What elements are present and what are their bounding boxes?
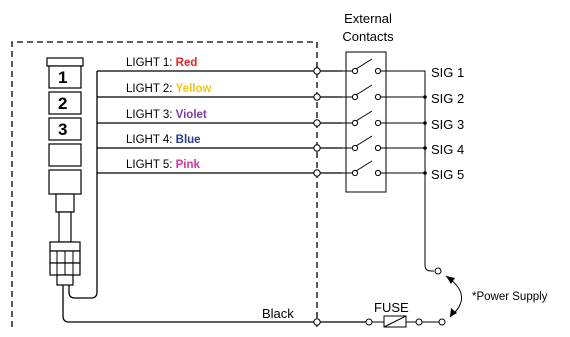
light-2-label: LIGHT 2: Yellow: [126, 83, 211, 95]
external-contacts-box: [345, 51, 387, 193]
switch-4: [351, 135, 382, 152]
switch-3: [351, 110, 382, 127]
sig-4-label: SIG 4: [431, 142, 464, 157]
external-contacts-title-line2: Contacts: [342, 29, 394, 44]
switch-output-bus: [381, 70, 434, 272]
connector-light-3: [313, 119, 321, 127]
power-terminal-top: [434, 267, 442, 275]
mount-nut-1: [49, 241, 81, 252]
black-wire-label: Black: [262, 306, 294, 321]
sig-1-label: SIG 1: [431, 65, 464, 80]
segment-number-1: 1: [58, 68, 67, 87]
segment-number-2: 2: [58, 94, 67, 113]
connector-light-2: [313, 93, 321, 101]
tower-segment-4: [48, 143, 82, 167]
tower-neck: [55, 193, 75, 213]
tower-cap: [46, 57, 84, 67]
fuse-label: FUSE: [374, 300, 409, 315]
light-1-label: LIGHT 1: Red: [126, 57, 197, 69]
tower-segment-2: [48, 91, 82, 115]
connector-black: [313, 318, 321, 326]
signal-tower: 1 2 3: [46, 57, 84, 286]
boundary-connectors: [313, 67, 321, 326]
switch-2: [351, 84, 382, 101]
tower-segment-5: [48, 169, 82, 195]
power-terminal-bottom: [438, 318, 446, 326]
contact-switches: [342, 58, 382, 177]
switch-1: [351, 58, 382, 75]
black-common-wire: [62, 285, 366, 323]
arc-arrow-top: [446, 276, 455, 284]
tower-pole: [58, 211, 72, 243]
arc-arrow-bottom: [450, 308, 457, 317]
switch-5: [351, 160, 382, 177]
sig-3-label: SIG 3: [431, 117, 464, 132]
light-5-label: LIGHT 5: Pink: [126, 159, 201, 171]
external-contacts-title-line1: External: [344, 11, 392, 26]
tower-segment-1: [48, 65, 82, 89]
sig-2-label: SIG 2: [431, 91, 464, 106]
tower-segment-3: [48, 117, 82, 141]
cable-gland: [56, 274, 74, 286]
connector-light-5: [313, 169, 321, 177]
tower-enclosure-boundary: [11, 41, 318, 327]
segment-number-3: 3: [58, 120, 67, 139]
light-3-label: LIGHT 3: Violet: [126, 109, 207, 121]
light-4-label: LIGHT 4: Blue: [126, 134, 201, 146]
connector-light-1: [313, 67, 321, 75]
power-supply-label: *Power Supply: [472, 291, 548, 303]
fuse-terminal-left: [365, 318, 373, 326]
sig-5-label: SIG 5: [431, 167, 464, 182]
light-wire-bundle: [68, 71, 98, 299]
connector-light-4: [313, 144, 321, 152]
fuse-terminal-right: [415, 318, 423, 326]
